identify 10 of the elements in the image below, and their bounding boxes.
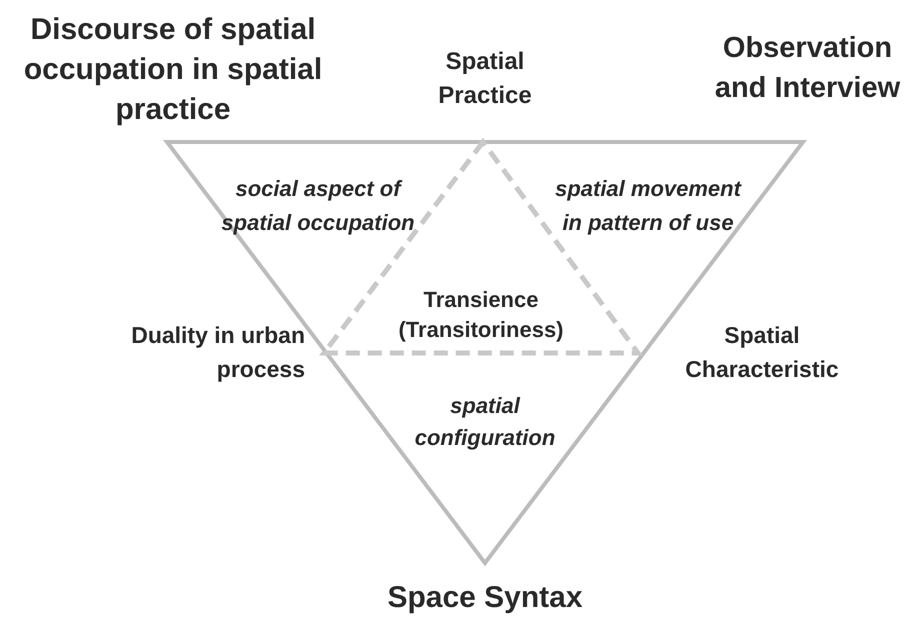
- corner-label: Spatial Practice: [437, 47, 533, 111]
- corner-label: Space Syntax: [386, 580, 584, 616]
- region-label: social aspect of spatial occupation: [220, 175, 416, 237]
- region-label: spatial configuration: [414, 392, 556, 452]
- corner-label: Observation and Interview: [714, 31, 902, 106]
- region-label: spatial movement in pattern of use: [554, 175, 743, 237]
- side-label: Spatial Characteristic: [684, 321, 840, 384]
- corner-label: Discourse of spatial occupation in spatial practice: [22, 12, 324, 128]
- side-label: Duality in urban process: [130, 321, 305, 384]
- node-text: Transience (Transitoriness): [397, 286, 565, 344]
